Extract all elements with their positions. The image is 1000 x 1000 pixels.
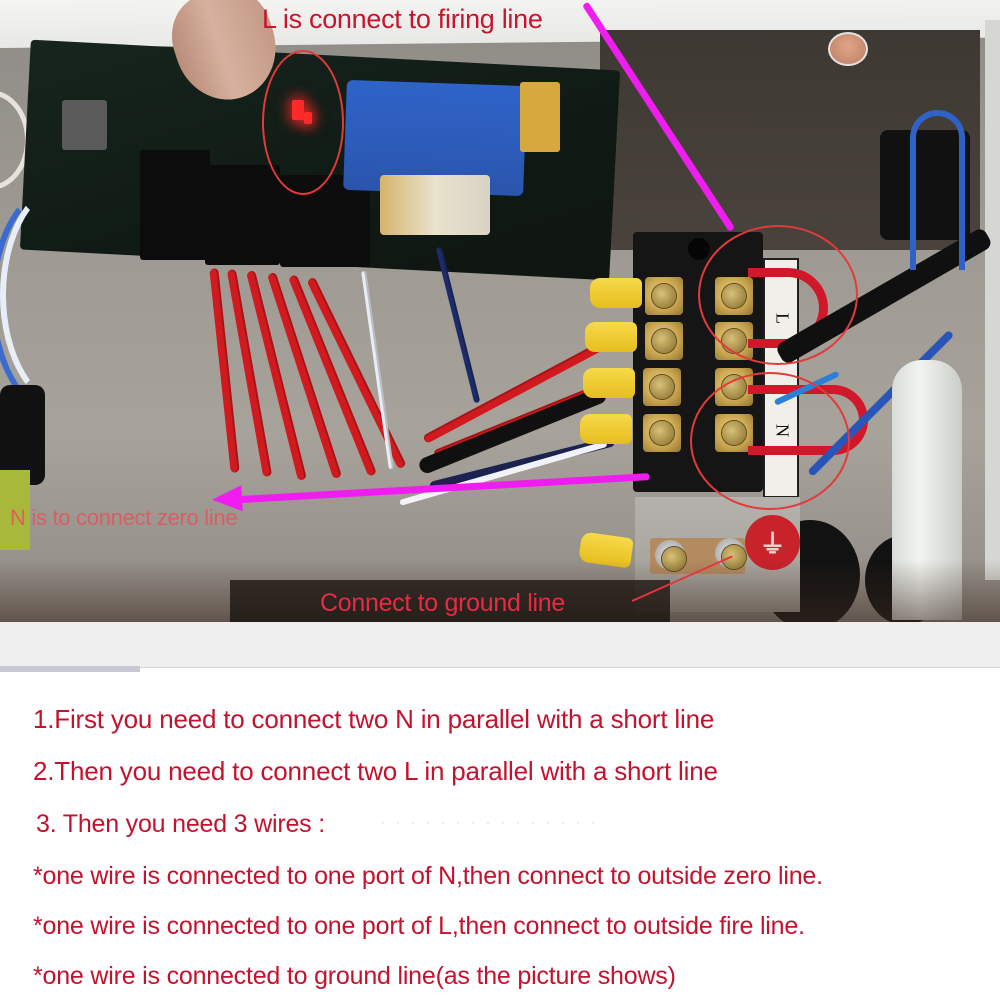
wiring-photo: L N ⏚ L is connect to firing line N is t… <box>0 0 1000 622</box>
solenoid-valve <box>880 130 970 240</box>
instruction-bullet-L: *one wire is connected to one port of L,… <box>33 912 805 940</box>
separator-tab <box>0 666 140 672</box>
blue-cable-loop <box>910 110 965 270</box>
rubber-stopper <box>828 32 868 66</box>
white-wire <box>361 270 394 470</box>
yellow-crimp-lug <box>590 278 642 308</box>
instruction-bullet-N: *one wire is connected to one port of N,… <box>33 862 823 890</box>
instruction-step-2: 2.Then you need to connect two L in para… <box>33 756 718 786</box>
instruction-step-3: 3. Then you need 3 wires : <box>36 810 325 838</box>
N-highlight-circle <box>690 372 850 510</box>
yellow-capacitor <box>520 82 560 152</box>
instruction-bullet-ground: *one wire is connected to ground line(as… <box>33 962 676 990</box>
ground-annotation-label: Connect to ground line <box>320 589 565 617</box>
L-annotation-label: L is connect to firing line <box>262 4 543 34</box>
faded-text-remnant: · · · · · · · · · · · · · · · <box>380 812 598 832</box>
terminal-screw <box>643 368 681 406</box>
instructions-panel <box>0 672 1000 1000</box>
black-tape-wrap <box>0 385 45 485</box>
N-annotation-label: N is to connect zero line <box>10 505 238 530</box>
mount-hole <box>688 238 710 260</box>
relay <box>140 150 210 260</box>
photo-dark-bottom <box>230 580 670 622</box>
terminal-screw <box>643 414 681 452</box>
relay <box>205 165 280 265</box>
separator-band <box>0 622 1000 668</box>
connector <box>62 100 107 150</box>
led-highlight-circle <box>262 50 344 195</box>
transformer-coil <box>380 175 490 235</box>
terminal-screw <box>645 277 683 315</box>
L-highlight-circle <box>698 225 858 365</box>
white-cable <box>399 440 608 506</box>
yellow-crimp-lug <box>585 322 637 352</box>
enclosure-right-edge <box>985 20 1000 580</box>
yellow-green-cable <box>0 470 30 550</box>
yellow-crimp-lug <box>580 414 632 444</box>
terminal-screw <box>645 322 683 360</box>
instruction-step-1: 1.First you need to connect two N in par… <box>33 704 715 734</box>
white-cable <box>0 180 140 410</box>
yellow-crimp-lug <box>583 368 635 398</box>
